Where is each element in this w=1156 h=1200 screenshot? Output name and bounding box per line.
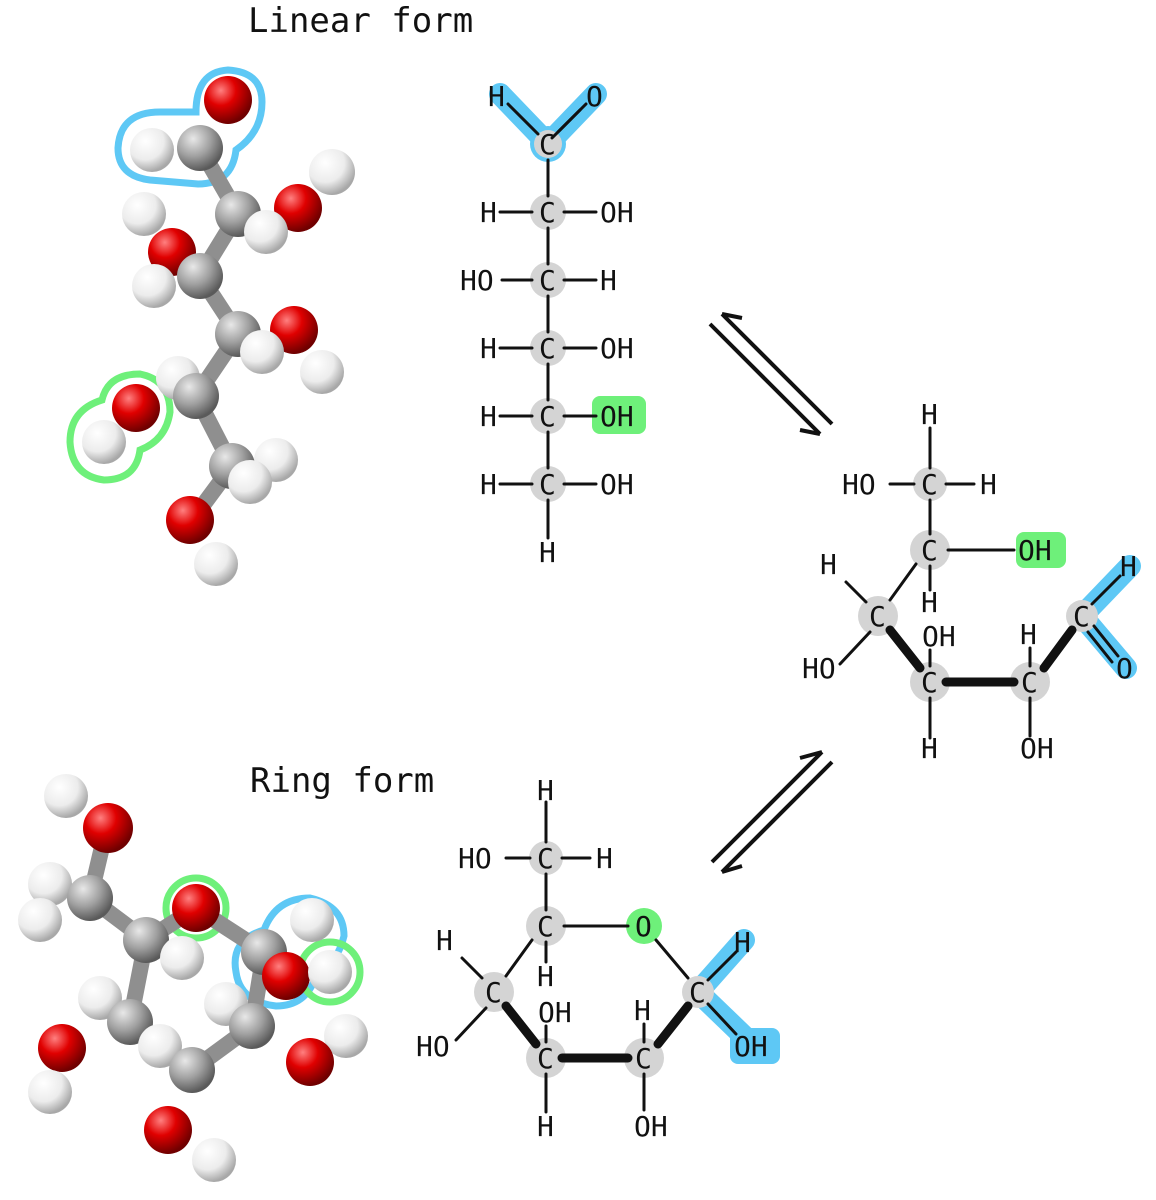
atom-label: C [921, 468, 938, 501]
atom-label: C [539, 128, 556, 161]
atom-label: C [537, 1042, 554, 1075]
atom-label: C [869, 600, 886, 633]
atom-label: C [921, 534, 938, 567]
linear-ball-and-stick-model [66, 66, 355, 586]
open-chain-intermediate-structure: H HO C H C OH H H H C C OH H HO O C C H … [802, 398, 1141, 765]
atom-label: H [1020, 618, 1037, 651]
atom-label: C [1073, 600, 1090, 633]
atom-label: HO [802, 652, 836, 685]
ring-form-title: Ring form [250, 761, 434, 801]
atom-label: HO [458, 842, 492, 875]
atom-label: OH [1020, 732, 1054, 765]
atom-label: H [537, 774, 554, 807]
atom-label: C [539, 332, 556, 365]
atom-label: H [634, 994, 651, 1027]
atom-label: OH [734, 1030, 768, 1063]
atom-label: OH [600, 468, 634, 501]
atom-label: H [537, 960, 554, 993]
atom-label: C [539, 196, 556, 229]
atom-label: C [537, 910, 554, 943]
atom-label: H [921, 586, 938, 619]
atom-label: C [921, 666, 938, 699]
atom-label: OH [600, 196, 634, 229]
atom-label: C [539, 468, 556, 501]
atom-label: HO [416, 1030, 450, 1063]
atom-label: H [436, 924, 453, 957]
equilibrium-arrows-icon [708, 312, 834, 436]
ring-haworth-projection: H HO C H C O H H H C C OH H HO OH C C H … [416, 774, 780, 1143]
atom-label: C [485, 976, 502, 1009]
atom-label: H [480, 468, 497, 501]
atom-label: H [600, 264, 617, 297]
atom-label: H [980, 468, 997, 501]
atom-label: H [921, 732, 938, 765]
atom-label: H [488, 80, 505, 113]
linear-form-title: Linear form [248, 1, 473, 41]
atom-label: HO [842, 468, 876, 501]
atom-label: H [539, 536, 556, 569]
atom-label: H [596, 842, 613, 875]
atom-label: H [1120, 550, 1137, 583]
atom-label: C [537, 842, 554, 875]
equilibrium-arrows-icon [710, 750, 834, 874]
atom-label: O [635, 910, 652, 943]
atom-label: C [1021, 666, 1038, 699]
atom-label: C [539, 264, 556, 297]
atom-label: OH [600, 400, 634, 433]
atom-label: C [635, 1042, 652, 1075]
atom-label: O [586, 80, 603, 113]
atom-label: C [689, 976, 706, 1009]
atom-label: H [480, 400, 497, 433]
atom-label: OH [922, 620, 956, 653]
ring-ball-and-stick-model [18, 774, 368, 1182]
atom-label: O [1116, 652, 1133, 685]
atom-label: OH [634, 1110, 668, 1143]
atom-label: OH [538, 996, 572, 1029]
atom-label: H [921, 398, 938, 431]
atom-label: C [539, 400, 556, 433]
atom-label: H [820, 548, 837, 581]
atom-label: H [480, 332, 497, 365]
atom-label: H [734, 926, 751, 959]
atom-label: OH [1018, 534, 1052, 567]
linear-fischer-projection: H O C H C OH HO C H H C OH H C OH H C OH… [460, 80, 646, 569]
atom-label: OH [600, 332, 634, 365]
atom-label: H [480, 196, 497, 229]
atom-label: HO [460, 264, 494, 297]
atom-label: H [537, 1110, 554, 1143]
